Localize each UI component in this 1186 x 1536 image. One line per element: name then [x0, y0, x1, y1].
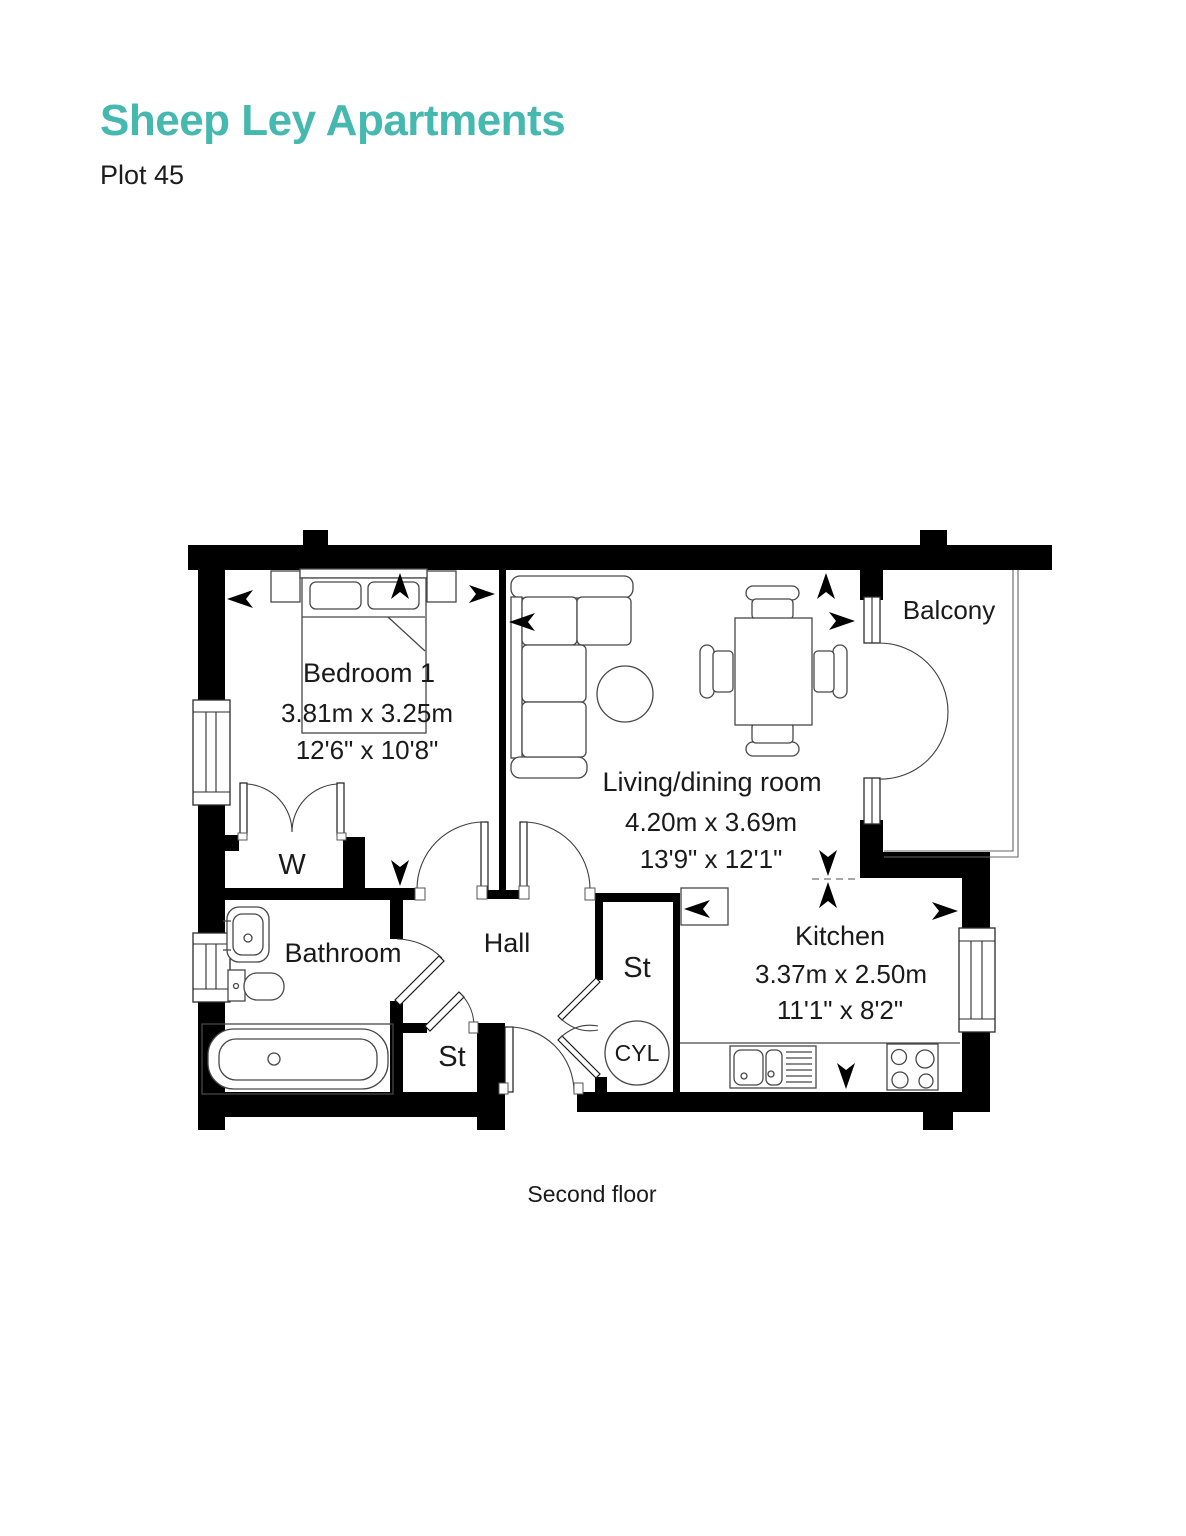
- basin: [223, 906, 270, 963]
- balcony-door-side-panels: [863, 596, 881, 825]
- hob: [886, 1043, 939, 1091]
- arrow-left-icon: [227, 590, 253, 608]
- tall-unit: [680, 887, 729, 926]
- arrow-down-icon: [391, 860, 409, 886]
- arrow-down-icon: [819, 850, 837, 876]
- arrow-left-icon: [509, 613, 535, 631]
- arrow-down-icon: [837, 1063, 855, 1089]
- bathroom-label: Bathroom: [284, 938, 401, 968]
- nightstand-right: [426, 570, 457, 603]
- bathroom-window: [192, 932, 231, 1003]
- bathtub: [201, 1023, 394, 1095]
- dining-table: [734, 617, 813, 726]
- kitchen-label: Kitchen: [795, 921, 885, 951]
- arrow-right-icon: [469, 585, 495, 603]
- bathroom-door: [394, 938, 445, 1006]
- store-hall-label: St: [623, 952, 650, 984]
- floor-caption: Second floor: [527, 1181, 656, 1207]
- bedroom1-metric: 3.81m x 3.25m: [281, 698, 453, 728]
- living-imperial: 13'9" x 12'1": [640, 844, 783, 874]
- toilet: [227, 969, 285, 1002]
- living-metric: 4.20m x 3.69m: [625, 807, 797, 837]
- kitchen-metric: 3.37m x 2.50m: [755, 959, 927, 989]
- kitchen-sink: [729, 1045, 817, 1089]
- living-label: Living/dining room: [602, 767, 821, 797]
- arrow-up-icon: [817, 573, 835, 599]
- bedroom-door: [414, 821, 489, 901]
- arrow-right-icon: [932, 902, 958, 920]
- plot-number: Plot 45: [100, 160, 185, 190]
- balcony-label: Balcony: [903, 595, 996, 625]
- store-entry-door: [424, 991, 479, 1034]
- bedroom1-label: Bedroom 1: [303, 658, 435, 688]
- dimension-arrows: [227, 573, 958, 1089]
- entrance-door: [498, 1026, 584, 1095]
- bedroom-window: [192, 699, 231, 806]
- cylinder-cupboard-doors: [557, 977, 601, 1079]
- arrow-up-icon: [391, 573, 409, 599]
- nightstand-left: [270, 570, 301, 603]
- kitchen-window: [958, 927, 996, 1033]
- kitchen-imperial: 11'1" x 8'2": [777, 995, 903, 1025]
- walls: [188, 530, 1052, 1130]
- dining-table-and-chairs: [699, 585, 848, 757]
- bedroom1-imperial: 12'6" x 10'8": [296, 735, 439, 765]
- kitchen-units: [680, 887, 960, 1091]
- balcony-outline: [884, 570, 1019, 858]
- store-entry-label: St: [438, 1041, 465, 1073]
- cylinder-symbol: [604, 1020, 670, 1086]
- arrow-right-icon: [829, 612, 855, 630]
- wardrobe-label: W: [278, 849, 306, 881]
- balcony-doors: [878, 642, 949, 780]
- room-labels: Bedroom 1 3.81m x 3.25m 12'6" x 10'8" Li…: [278, 595, 995, 1207]
- cylinder-label: CYL: [615, 1040, 660, 1066]
- page-header: Sheep Ley Apartments Plot 45: [100, 96, 566, 191]
- coffee-table: [596, 665, 654, 723]
- arrow-up-icon: [819, 882, 837, 908]
- arrow-left-icon: [684, 900, 710, 918]
- living-room-door: [518, 821, 596, 901]
- wardrobe-doors: [237, 782, 347, 841]
- sofa: [510, 575, 634, 779]
- development-title: Sheep Ley Apartments: [100, 96, 566, 145]
- hall-label: Hall: [484, 928, 531, 958]
